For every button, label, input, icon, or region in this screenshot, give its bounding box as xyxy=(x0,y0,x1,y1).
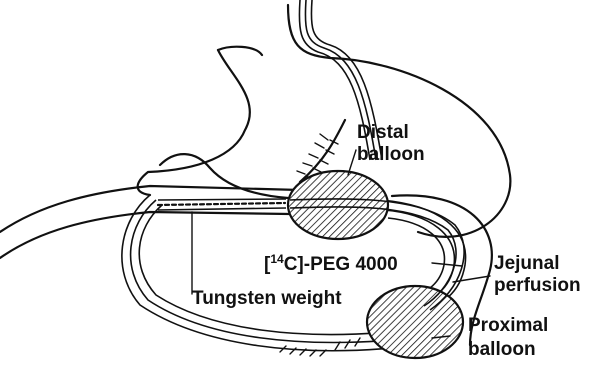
jejunal-perfusion-label-line1: Jejunal xyxy=(494,253,559,274)
jejunal-perfusion-label-line2: perfusion xyxy=(494,275,581,296)
peg-label: [14C]-PEG 4000 xyxy=(264,252,398,275)
tungsten-weight-beads xyxy=(158,199,286,210)
proximal-balloon xyxy=(367,286,463,358)
tungsten-weight-label: Tungsten weight xyxy=(192,288,342,309)
peg-leader xyxy=(432,263,462,266)
peg-label-superscript: 14 xyxy=(270,252,284,266)
distal-balloon xyxy=(288,171,388,239)
proximal-balloon-label-line1: Proximal xyxy=(468,315,548,336)
distal-balloon-label-line2: balloon xyxy=(357,144,425,165)
distal-balloon-label-line1: Distal xyxy=(357,122,409,143)
proximal-balloon-label-line2: balloon xyxy=(468,339,536,360)
peg-label-suffix: C]-PEG 4000 xyxy=(284,254,398,275)
